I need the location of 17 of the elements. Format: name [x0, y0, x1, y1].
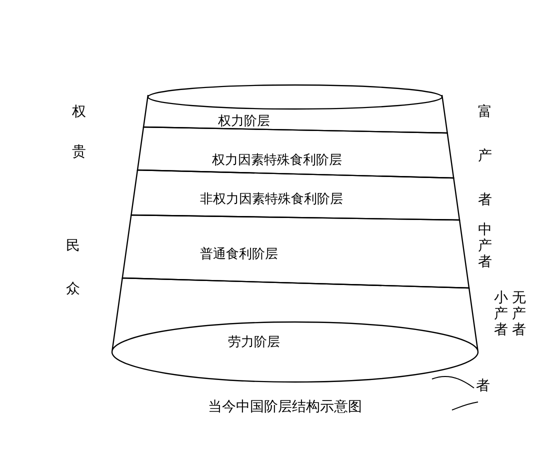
- side-label: 者: [476, 378, 490, 394]
- layer-label: 权力阶层: [218, 113, 270, 130]
- side-label: 民众: [66, 237, 80, 299]
- layer-label: 非权力因素特殊食利阶层: [200, 191, 343, 208]
- layer-label: 权力因素特殊食利阶层: [212, 152, 342, 169]
- cone-layer: [142, 83, 449, 134]
- caption: 当今中国阶层结构示意图: [208, 398, 362, 416]
- cone-layer: [136, 126, 455, 179]
- side-label: 无产者: [512, 290, 526, 338]
- layer-label: 普通食利阶层: [200, 246, 278, 263]
- side-label: 中产者: [478, 222, 492, 270]
- cone-layer: [130, 169, 461, 221]
- layer-label: 劳力阶层: [228, 334, 280, 351]
- side-label: 富产者: [478, 103, 492, 210]
- cone-layer: [121, 214, 471, 289]
- side-label: 小产者: [494, 290, 508, 338]
- side-label: 权贵: [72, 103, 86, 162]
